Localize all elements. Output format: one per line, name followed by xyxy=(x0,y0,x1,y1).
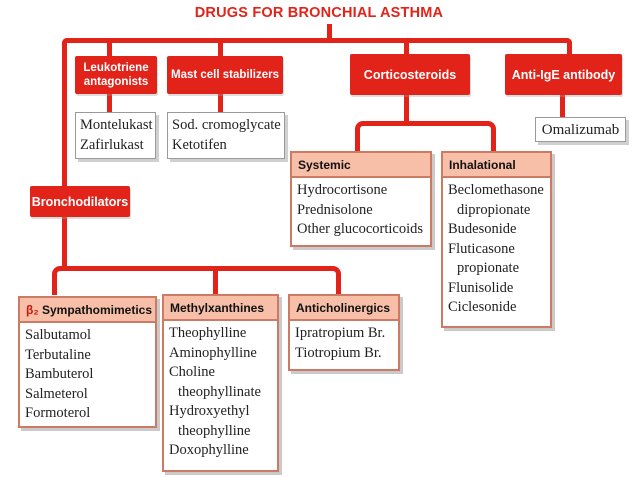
drug-item: Terbutaline xyxy=(25,346,91,363)
connector-title-drop xyxy=(327,24,332,41)
drug-item: Ketotifen xyxy=(172,136,227,153)
drug-item: Beclomethasone xyxy=(448,182,544,198)
group-beta2-header: β₂ Sympathomimetics xyxy=(20,298,155,323)
connector-corticosteroids-down xyxy=(404,94,409,123)
drug-item: dipropionate xyxy=(457,201,531,218)
drug-item: Theophylline xyxy=(169,325,247,341)
drug-item: Choline xyxy=(169,364,215,380)
drug-item: Aminophylline xyxy=(169,344,257,361)
drug-item: Bambuterol xyxy=(25,366,94,382)
connector-drop-corticosteroids xyxy=(404,42,409,56)
category-anti-ige-antibody: Anti-IgE antibody xyxy=(505,54,622,95)
beta2-label: Sympathomimetics xyxy=(38,303,153,317)
connector-drop-methylxanthines xyxy=(213,270,218,295)
drug-item: theophylline xyxy=(178,422,251,439)
group-methylxanthines-header: Methylxanthines xyxy=(164,296,277,321)
group-anticholinergics-header: Anticholinergics xyxy=(290,296,398,321)
connector-drop-leukotriene xyxy=(107,42,112,58)
connector-corticosteroid-bus xyxy=(355,121,496,152)
drug-item: Sod. cromoglycate xyxy=(172,117,281,133)
connector-main-bus xyxy=(62,38,572,55)
beta2-symbol: β₂ xyxy=(26,303,39,317)
drug-item: Montelukast xyxy=(80,117,153,133)
drug-item: Tiotropium Br. xyxy=(295,344,382,361)
connector-trunk-lower xyxy=(62,216,67,267)
connector-trunk-upper xyxy=(62,50,67,187)
drug-item: Ipratropium Br. xyxy=(295,325,386,341)
drug-item: Zafirlukast xyxy=(80,136,144,153)
category-leukotriene-antagonists: Leukotriene antagonists xyxy=(75,56,157,94)
group-anticholinergics-list: Ipratropium Br. Tiotropium Br. xyxy=(290,321,398,365)
connector-bronchodilator-bus xyxy=(52,266,341,295)
drug-item: theophyllinate xyxy=(178,383,261,400)
category-bronchodilators: Bronchodilators xyxy=(30,186,130,217)
connector-antiige-list xyxy=(560,94,565,118)
drug-item: Doxophylline xyxy=(169,442,249,458)
group-systemic-header: Systemic xyxy=(292,153,430,178)
list-anti-ige-drug: Omalizumab xyxy=(535,117,626,142)
category-corticosteroids: Corticosteroids xyxy=(350,54,470,95)
drug-item: Hydrocortisone xyxy=(297,182,388,198)
group-inhalational-header: Inhalational xyxy=(443,153,550,178)
category-mast-cell-stabilizers: Mast cell stabilizers xyxy=(167,56,283,94)
drug-item: Flunisolide xyxy=(448,279,514,296)
connector-leukotriene-list xyxy=(107,92,112,113)
drug-item: propionate xyxy=(457,260,520,276)
connector-mast-list xyxy=(218,92,223,113)
drug-item: Budesonide xyxy=(448,221,517,237)
drug-item: Hydroxyethyl xyxy=(169,403,250,419)
diagram-title: DRUGS FOR BRONCHIAL ASTHMA xyxy=(194,5,444,21)
drug-item: Ciclesonide xyxy=(448,299,517,315)
drug-item: Formoterol xyxy=(25,405,91,421)
group-anticholinergics: Anticholinergics Ipratropium Br. Tiotropi… xyxy=(288,294,400,371)
drug-item: Fluticasone xyxy=(448,240,515,257)
drug-item: Salmeterol xyxy=(25,385,88,402)
drug-item: Salbutamol xyxy=(25,327,92,343)
drug-item: Prednisolone xyxy=(297,201,373,218)
connector-drop-mast xyxy=(218,42,223,58)
drug-item: Other glucocorticoids xyxy=(297,221,424,237)
